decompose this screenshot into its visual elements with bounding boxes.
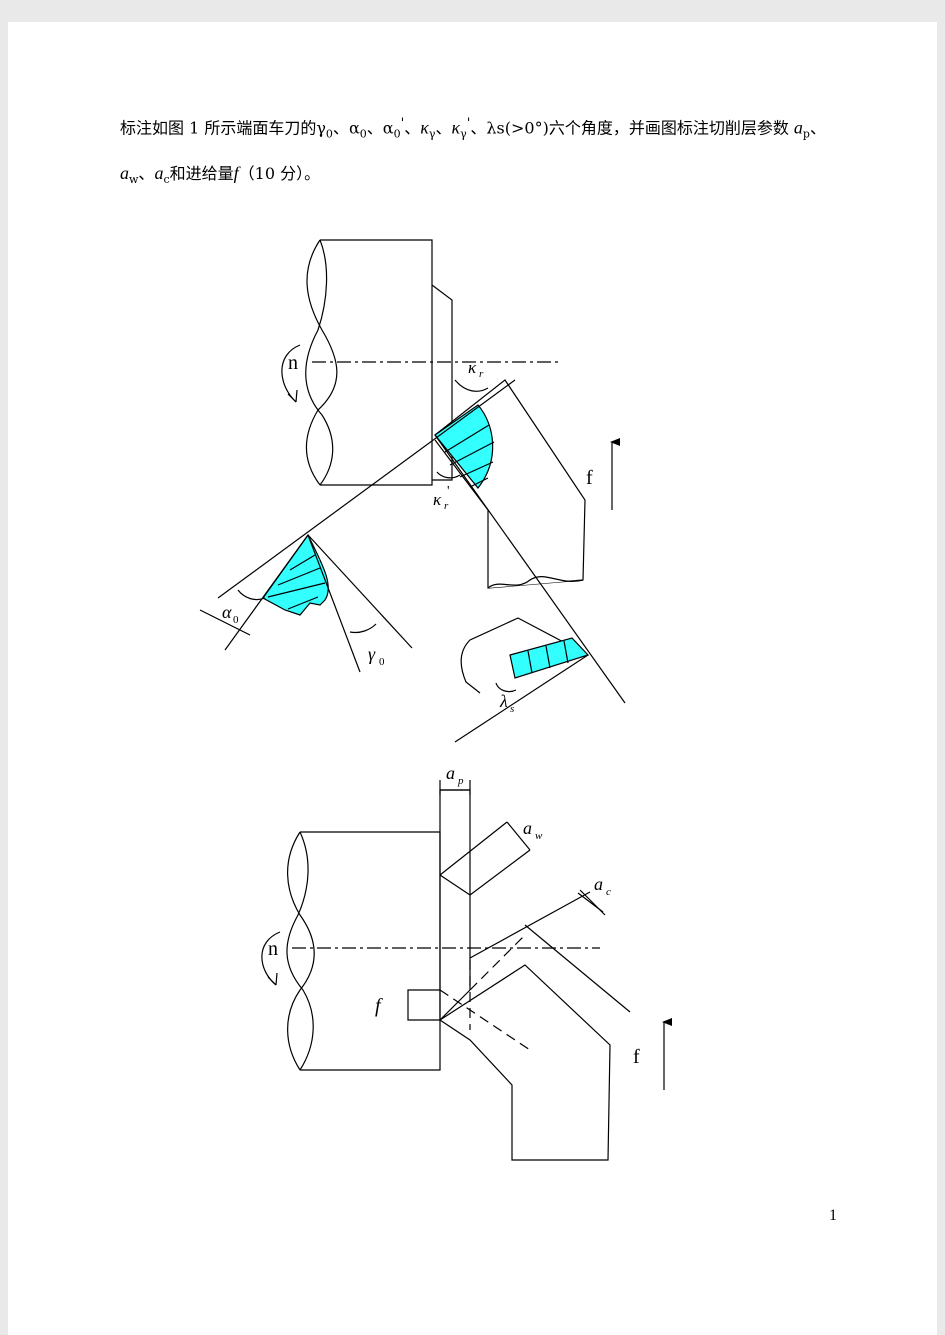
symbol-kappa: κ [420, 117, 429, 138]
symbol-gamma0: γ [316, 118, 326, 138]
symbol-ac-sub: c [163, 172, 170, 186]
rotation-arrow-2-head [267, 972, 278, 986]
lambda-tool-outline [460, 617, 589, 694]
alpha0-arc [237, 589, 266, 601]
cutting-edge-line-1 [217, 379, 516, 599]
flank-line [224, 534, 309, 651]
symbol-alpha0-prime-sub: 0 [393, 127, 401, 141]
gamma-ref-line [307, 534, 413, 649]
workpiece-2 [286, 831, 441, 1071]
question-tail: 和进给量 [169, 163, 234, 183]
symbol-kappa-prime-sub: γ [460, 127, 467, 141]
gamma0-arc [349, 623, 377, 634]
main-cutting-section [434, 404, 494, 489]
ac-sub: c [606, 886, 611, 898]
symbol-f: f [233, 162, 239, 183]
symbol-aw-sub: w [129, 172, 139, 186]
n-label-1: n [288, 352, 298, 374]
symbol-ap-sub: p [802, 127, 810, 141]
symbol-alpha0: α [348, 118, 360, 138]
separator: 、 [809, 118, 826, 138]
symbol-ap: a [793, 117, 803, 138]
gamma0-label: γ [368, 644, 376, 664]
question-text: 标注如图 1 所示端面车刀的γ0、α0、α0'、κγ、κγ'、λs(>0°)六个… [120, 105, 840, 199]
prime-mark: ' [466, 116, 471, 131]
kr-angle-arc [454, 379, 489, 392]
dashed-line-1 [439, 989, 531, 1051]
shoulder-1 [431, 284, 453, 481]
lambda-section [509, 637, 590, 679]
tool-body-1 [434, 379, 586, 589]
symbol-alpha0-prime: α [382, 118, 394, 138]
lambda-arc [495, 682, 517, 693]
rake-face-line [307, 534, 361, 673]
document-page [8, 22, 937, 1335]
ap-label: a [446, 763, 455, 783]
kr-label: κ [468, 358, 477, 377]
separator: 、 [366, 118, 383, 138]
alpha-ref-line [199, 609, 251, 636]
lambda-label: λ [499, 691, 508, 711]
aw-box [439, 821, 531, 896]
symbol-kappa-prime: κ [451, 117, 461, 138]
gamma0-sub: 0 [379, 656, 385, 668]
feed-f-label: f [375, 995, 383, 1017]
lambda-hatch [527, 640, 569, 674]
symbol-ac: a [154, 162, 164, 183]
figure-1 [199, 239, 626, 743]
question-prefix: 标注如图 1 所示端面车刀的 [120, 118, 317, 138]
kr-sub: r [479, 368, 484, 380]
symbol-aw: a [120, 162, 129, 183]
main-section-hatch [444, 424, 495, 488]
tool-edge-2 [439, 989, 471, 1021]
tool-bottom-wave-1 [487, 576, 584, 589]
krp-angle-arc [436, 471, 461, 479]
question-score: （10 分）。 [238, 163, 321, 183]
ac-label: a [594, 874, 603, 894]
aw-sub: w [535, 830, 543, 842]
orthogonal-hatch [267, 554, 326, 610]
f-label-1: f [586, 467, 593, 489]
symbol-lambda-s: λs(>0°) [486, 118, 549, 138]
symbol-gamma0-sub: 0 [325, 127, 333, 141]
alpha0-sub: 0 [233, 614, 239, 626]
page-number: 1 [829, 1207, 837, 1224]
separator: 、 [470, 118, 487, 138]
aw-label: a [523, 818, 532, 838]
alpha0-label: α [222, 602, 232, 622]
n-label-2: n [268, 938, 278, 960]
ap-sub: p [457, 775, 464, 787]
lambda-ref-line [454, 654, 589, 743]
cutting-edge-line-2 [434, 434, 626, 704]
rotation-arrow-1-head [287, 389, 298, 403]
dashed-line-3 [469, 934, 526, 991]
orthogonal-section [262, 533, 329, 616]
prime-mark: ' [400, 116, 405, 131]
symbol-kappa-sub: γ [428, 127, 436, 141]
ac-line-2 [524, 924, 631, 1013]
krp-sub: r [444, 500, 449, 512]
separator: 、 [332, 118, 349, 138]
figure-2 [261, 780, 672, 1161]
f-label-2: f [633, 1046, 640, 1068]
krp-label: κ [433, 490, 442, 509]
lambda-sub: s [510, 703, 514, 715]
symbol-alpha0-sub: 0 [359, 127, 367, 141]
separator: 、 [435, 118, 452, 138]
separator: 、 [138, 163, 155, 183]
tool-body-2 [439, 964, 611, 1161]
question-mid: 六个角度，并画图标注切削层参数 [548, 118, 794, 138]
ac-line-1 [469, 891, 591, 959]
ap-strip [439, 789, 471, 1020]
separator: 、 [404, 118, 421, 138]
krp-prime: ' [447, 484, 450, 499]
feed-bracket [407, 989, 440, 1021]
ac-dim [577, 892, 604, 913]
